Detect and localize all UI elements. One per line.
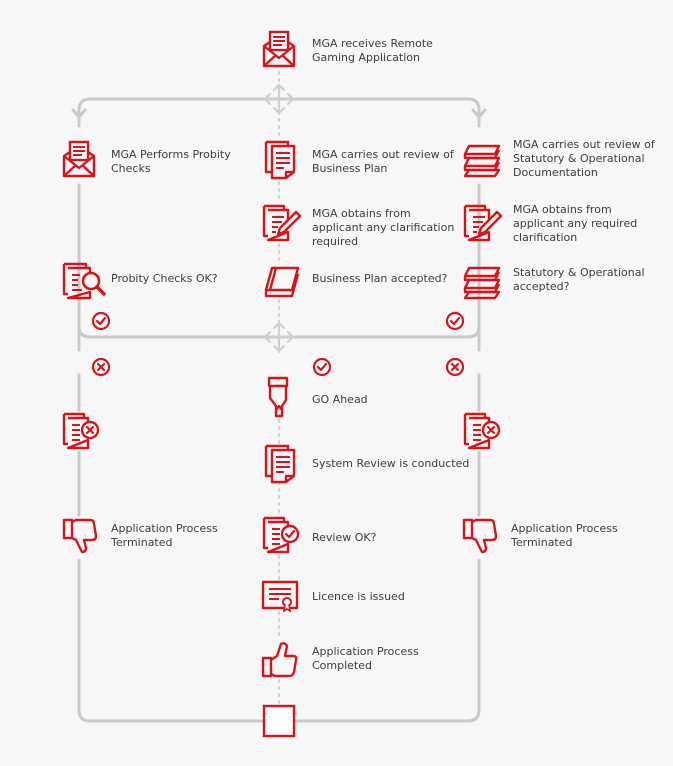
check-circle-icon — [91, 311, 111, 331]
node-terminated-right: Application Process Terminated — [511, 522, 618, 549]
document-icon — [264, 444, 296, 484]
node-process-completed: Application Process Completed — [312, 645, 419, 672]
node-business-plan-review: MGA carries out review of Business Plan — [312, 148, 454, 175]
books-icon — [463, 266, 501, 300]
node-statutory-accepted: Statutory & Operational accepted? — [513, 266, 645, 293]
thumbs-down-icon — [62, 518, 98, 554]
cross-circle-icon — [445, 357, 465, 377]
books-icon — [463, 144, 501, 178]
node-clarification-center: MGA obtains from applicant any clarifica… — [312, 207, 455, 248]
four-way-arrow-icon — [263, 83, 295, 115]
document-check-icon — [262, 516, 300, 554]
check-circle-icon — [445, 311, 465, 331]
node-terminated-left: Application Process Terminated — [111, 522, 218, 549]
check-circle-icon — [312, 357, 332, 377]
cross-circle-icon — [91, 357, 111, 377]
node-receive-application: MGA receives Remote Gaming Application — [312, 37, 433, 64]
document-cross-icon — [62, 412, 100, 450]
node-go-ahead: GO Ahead — [312, 393, 368, 406]
node-statutory-review: MGA carries out review of Statutory & Op… — [513, 138, 655, 179]
thumbs-up-icon — [261, 642, 298, 678]
thumbs-down-icon — [462, 518, 498, 554]
pen-nib-icon — [267, 376, 289, 418]
document-cross-icon — [463, 412, 501, 450]
node-licence-issued: Licence is issued — [312, 590, 405, 603]
document-magnifier-icon — [62, 262, 106, 300]
node-probity-ok: Probity Checks OK? — [111, 272, 218, 285]
document-pencil-icon — [463, 204, 503, 242]
node-clarification-right: MGA obtains from applicant any required … — [513, 203, 638, 244]
right-column-line — [292, 183, 481, 723]
node-review-ok: Review OK? — [312, 531, 377, 544]
envelope-document-icon — [262, 30, 296, 68]
document-icon — [264, 140, 296, 180]
left-column-line — [77, 183, 264, 723]
node-system-review: System Review is conducted — [312, 457, 470, 470]
node-business-plan-accepted: Business Plan accepted? — [312, 272, 448, 285]
document-pencil-icon — [262, 204, 302, 242]
four-way-arrow-icon — [263, 321, 295, 353]
node-probity-checks: MGA Performs Probity Checks — [111, 148, 231, 175]
book-icon — [264, 266, 300, 298]
certificate-icon — [261, 580, 299, 613]
square-icon — [262, 704, 296, 738]
envelope-document-icon — [62, 140, 96, 178]
